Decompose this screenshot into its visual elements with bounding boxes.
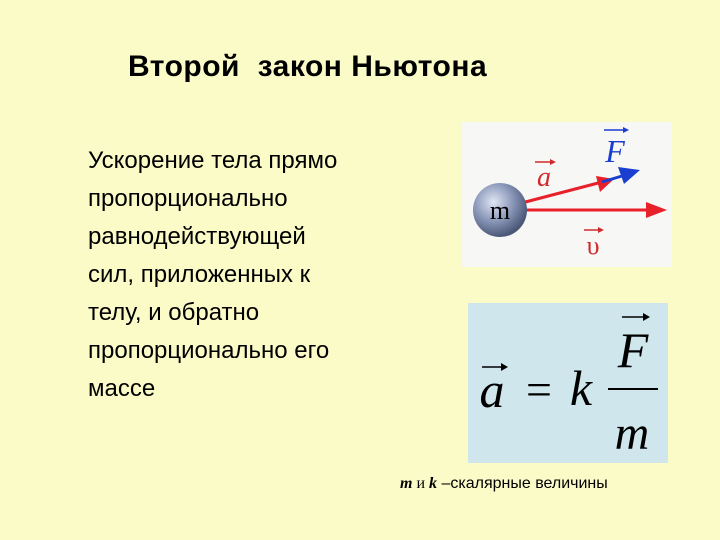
velocity-label: υ bbox=[587, 231, 600, 260]
statement-line: пропорционально bbox=[88, 185, 288, 212]
law-statement: Ускорение тела прямо пропорционально рав… bbox=[88, 142, 448, 408]
force-arrow-shaft bbox=[601, 174, 623, 184]
statement-line: равнодействующей bbox=[88, 223, 306, 250]
force-diagram-svg: m F a υ bbox=[473, 127, 667, 260]
formula-equals: = bbox=[526, 364, 552, 415]
formula-box: a = k F m bbox=[468, 303, 668, 463]
statement-line: телу, и обратно bbox=[88, 299, 260, 326]
velocity-arrow-head bbox=[646, 202, 667, 218]
accel-vector-tip bbox=[550, 159, 556, 165]
mass-ball bbox=[473, 183, 527, 237]
statement-line: массе bbox=[88, 375, 156, 402]
formula-lhs: a bbox=[480, 362, 505, 418]
velocity-vector-tip bbox=[598, 227, 604, 233]
formula-coef: k bbox=[570, 360, 593, 416]
force-diagram: m F a υ bbox=[462, 122, 672, 267]
numerator-vector-tip bbox=[643, 313, 650, 321]
statement-line: сил, приложенных к bbox=[88, 261, 311, 288]
note-k: k bbox=[429, 475, 438, 492]
slide-title: Второй закон Ньютона bbox=[128, 50, 488, 83]
lhs-vector-tip bbox=[501, 363, 508, 371]
statement-line: пропорционально его bbox=[88, 337, 330, 364]
statement-line: Ускорение тела прямо bbox=[88, 147, 338, 174]
force-label: F bbox=[604, 133, 625, 169]
note-rest: –скалярные величины bbox=[437, 475, 608, 492]
mass-label: m bbox=[490, 196, 510, 225]
force-vector-tip bbox=[623, 127, 629, 133]
scalar-note: m и k –скалярные величины bbox=[400, 475, 608, 493]
accel-label: a bbox=[537, 162, 551, 193]
force-arrow-head bbox=[618, 167, 640, 184]
formula-svg: a = k F m bbox=[480, 313, 658, 460]
note-and: и bbox=[412, 475, 430, 492]
formula-numerator: F bbox=[617, 322, 649, 378]
note-m: m bbox=[400, 475, 413, 492]
formula-denominator: m bbox=[615, 407, 650, 460]
